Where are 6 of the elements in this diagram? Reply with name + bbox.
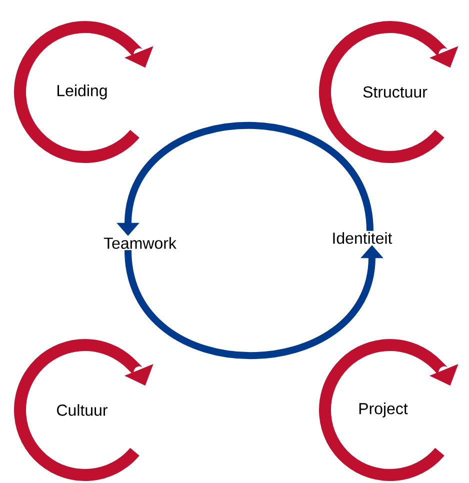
word-label: Leiding [58,84,107,100]
word-label: Project [359,402,408,418]
word-label: Structuur [363,86,428,98]
word-label: Teamwork [104,237,176,249]
word-label: Cultuur [57,404,108,416]
word-label: Identiteit [333,232,392,244]
